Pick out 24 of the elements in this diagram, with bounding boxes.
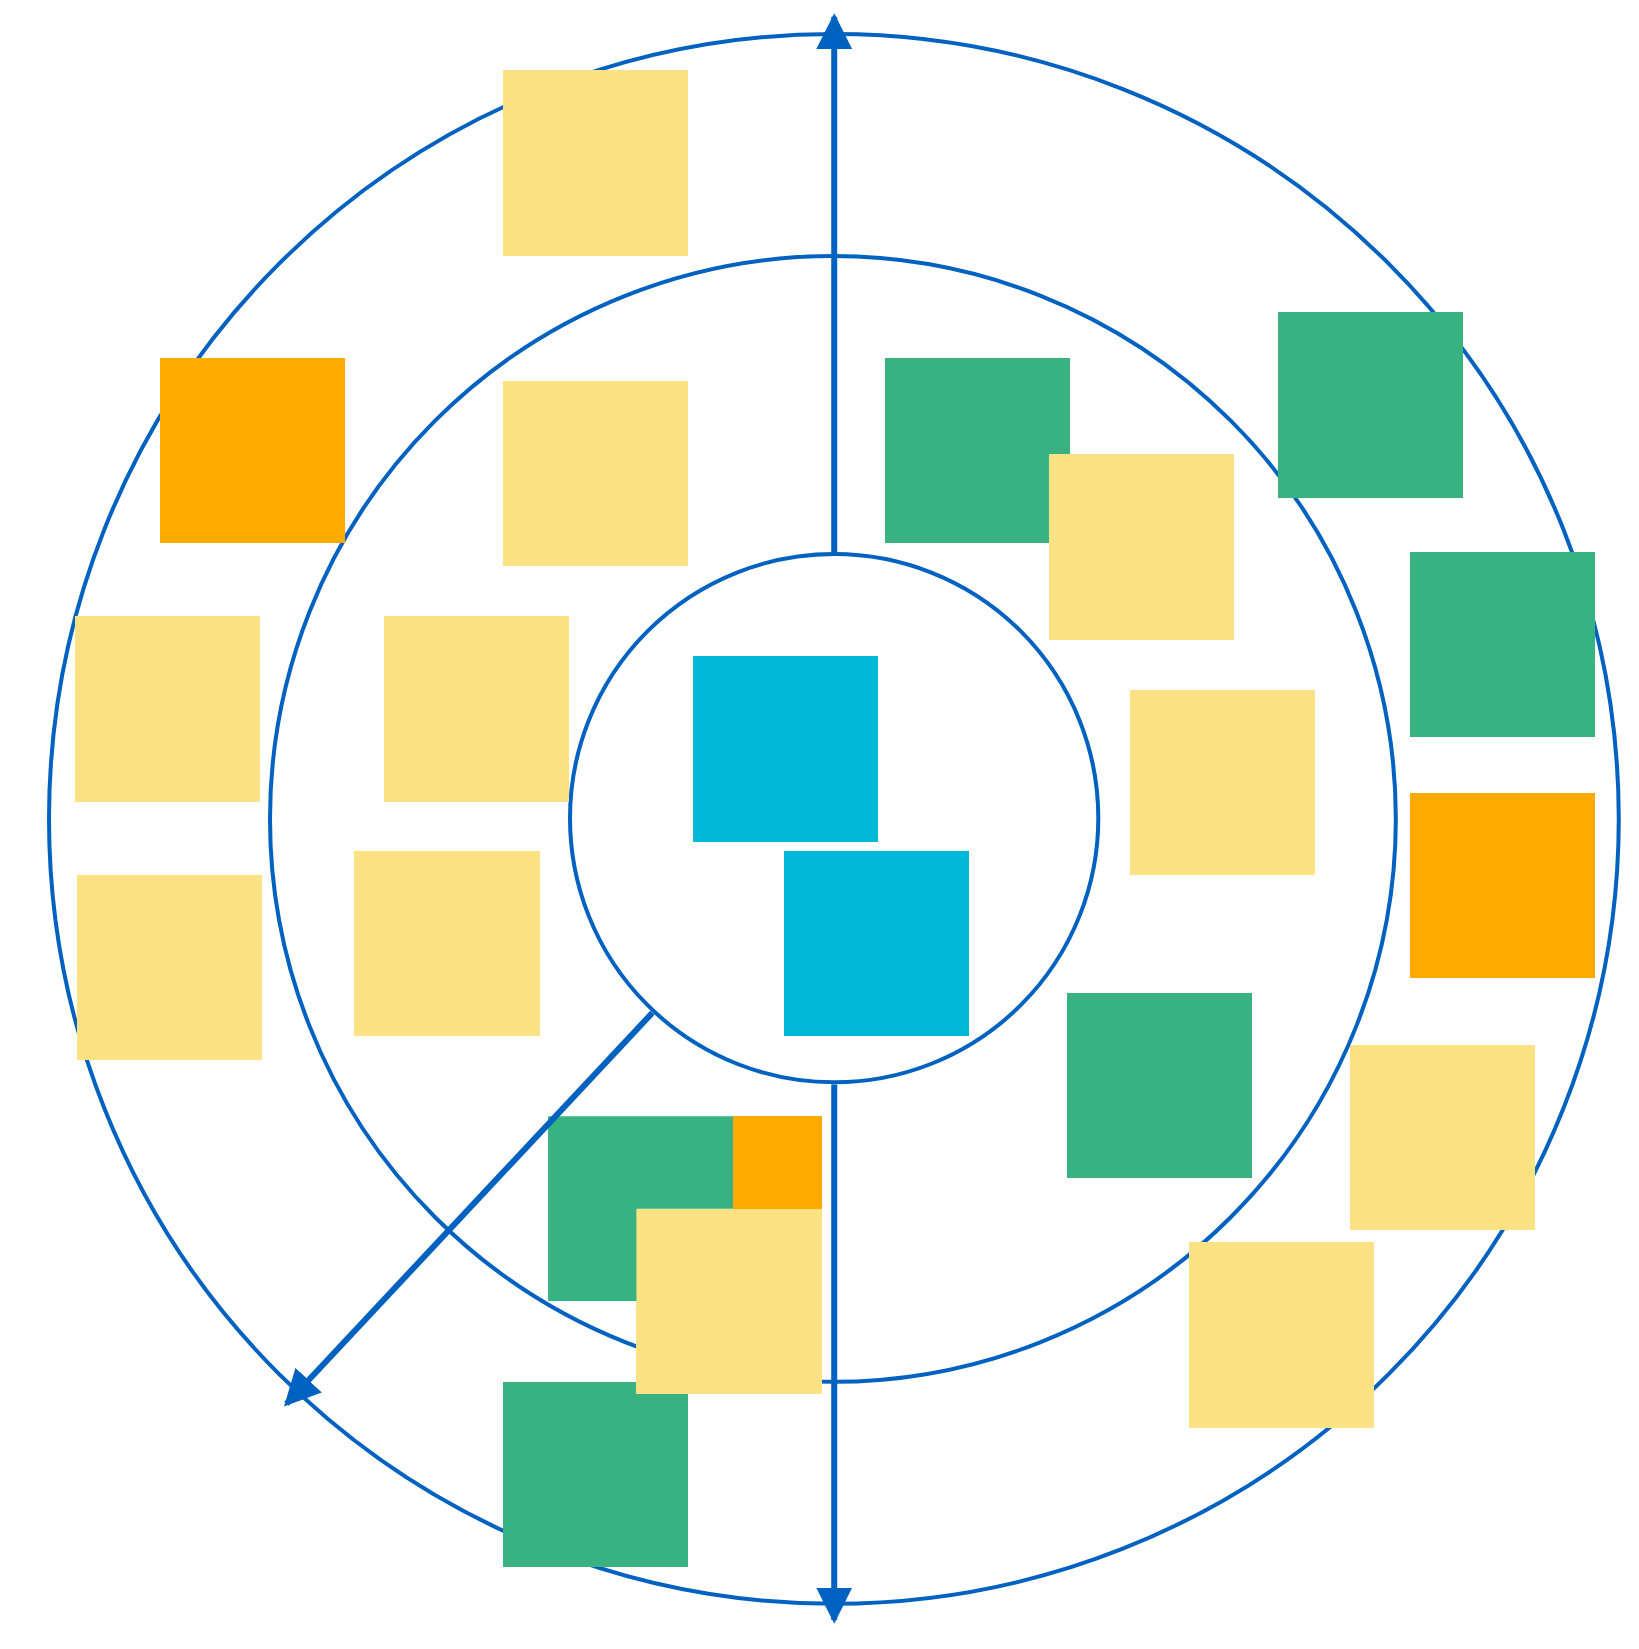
sticky-note (693, 656, 879, 842)
sticky-note (1349, 1044, 1535, 1230)
sticky-note (74, 616, 260, 802)
sticky-note (1188, 1242, 1374, 1428)
sticky-note (354, 851, 540, 1037)
sticky-note (159, 357, 346, 543)
sticky-note (76, 875, 262, 1061)
sticky-note (1278, 312, 1464, 498)
arrow (816, 13, 853, 553)
sticky-note (1129, 690, 1315, 876)
sticky-note (383, 616, 570, 802)
sticky-note (636, 1208, 822, 1394)
sticky-note (502, 1382, 688, 1568)
sticky-note (1409, 793, 1595, 979)
sticky-note (502, 380, 688, 566)
sticky-note (884, 357, 1070, 543)
sticky-note (502, 70, 688, 256)
sticky-note (1066, 993, 1252, 1179)
sticky-note (733, 1116, 822, 1209)
arrow (284, 1010, 655, 1407)
sticky-note (1048, 454, 1234, 640)
sticky-note (1409, 552, 1595, 738)
sticky-note (783, 851, 969, 1037)
arrow (816, 1084, 853, 1624)
